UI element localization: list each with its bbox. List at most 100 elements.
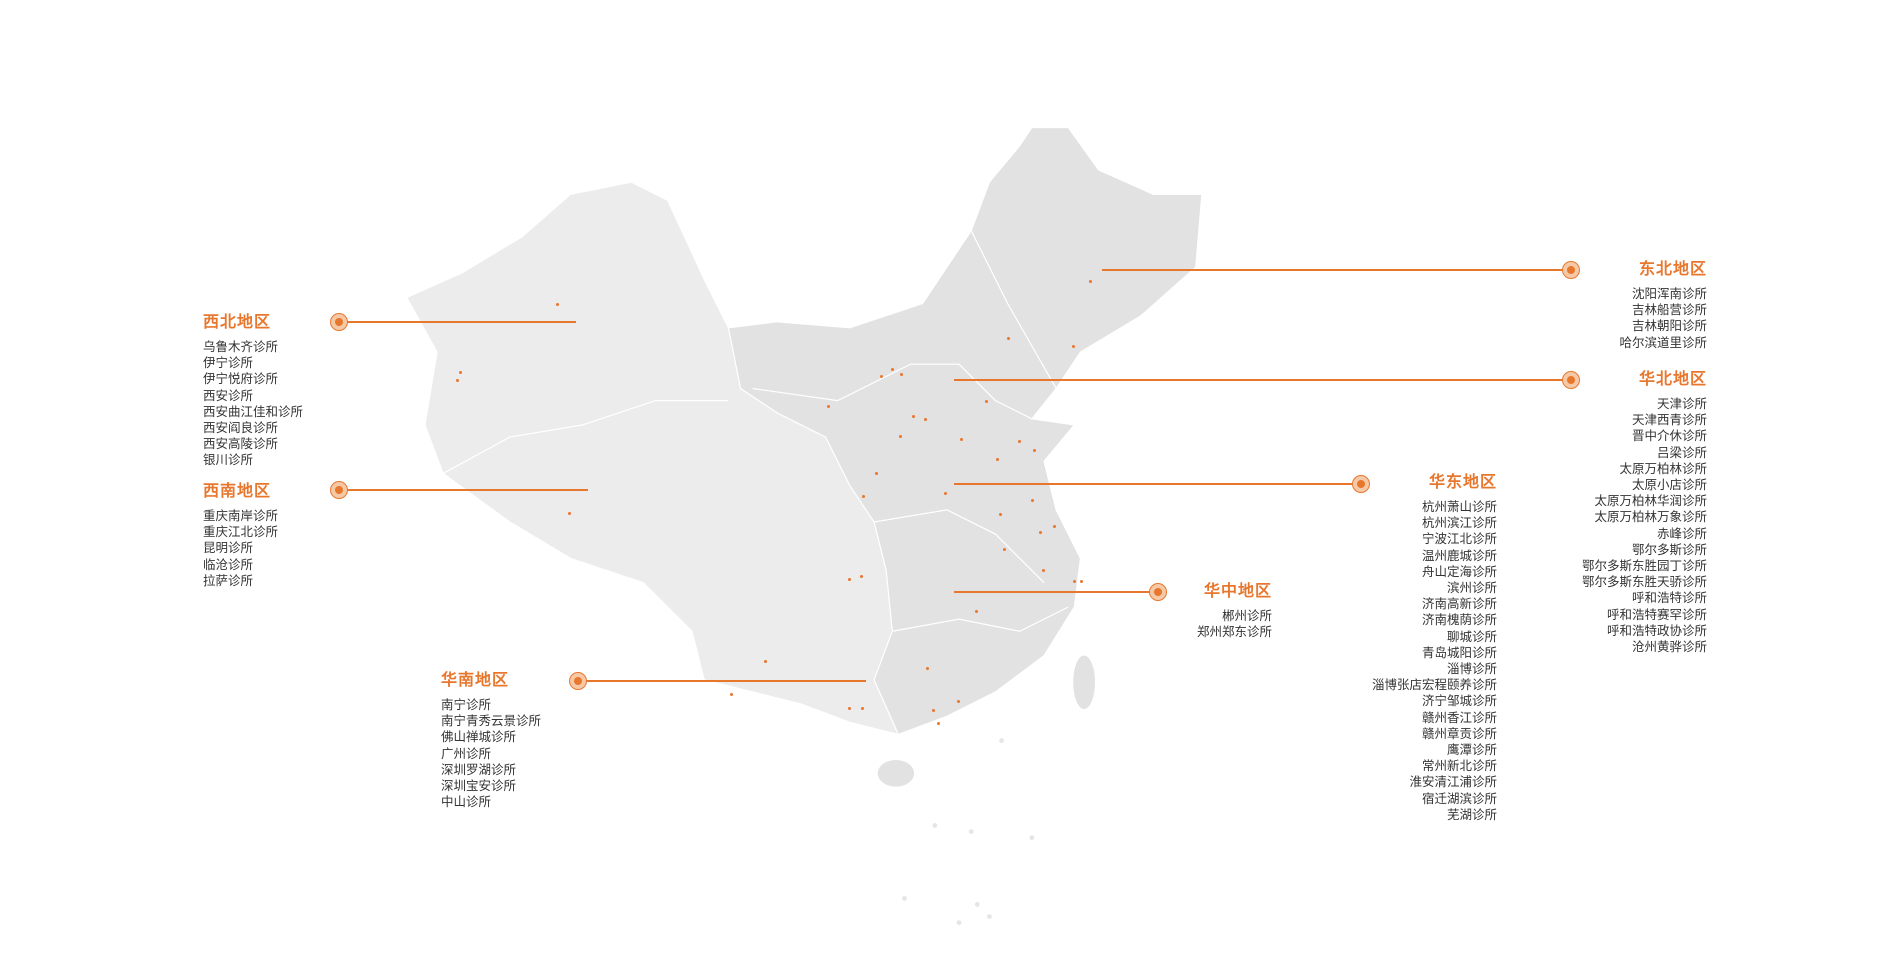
clinic-dot	[764, 660, 767, 663]
clinic-dot	[960, 438, 963, 441]
clinic-item: 舟山定海诊所	[1421, 563, 1497, 579]
clinic-dot	[1018, 440, 1021, 443]
clinic-item: 郴州诊所	[1221, 608, 1272, 623]
clinic-dot	[944, 492, 947, 495]
clinic-item: 深圳宝安诊所	[441, 778, 517, 794]
clinic-dot	[1007, 337, 1010, 340]
clinic-dot	[1089, 280, 1092, 283]
region-south: 华南地区南宁诊所南宁青秀云景诊所佛山禅城诊所广州诊所深圳罗湖诊所深圳宝安诊所中山…	[441, 670, 541, 810]
southwest-connector-line	[339, 489, 588, 491]
clinic-item: 哈尔滨道里诊所	[1619, 334, 1707, 350]
clinic-item: 常州新北诊所	[1421, 758, 1497, 774]
region-title: 华中地区	[1203, 581, 1272, 600]
clinic-item: 昆明诊所	[203, 540, 254, 556]
clinic-dot	[1080, 580, 1083, 583]
clinic-item: 呼和浩特政协诊所	[1606, 622, 1707, 638]
clinic-dot	[848, 707, 851, 710]
clinic-dot	[1033, 449, 1036, 452]
clinic-dot	[1073, 580, 1076, 583]
region-title: 华北地区	[1638, 369, 1707, 388]
clinic-dot	[1042, 569, 1045, 572]
clinic-item: 西安阎良诊所	[203, 420, 279, 436]
clinic-dot	[556, 303, 559, 306]
clinic-item: 伊宁诊所	[203, 355, 254, 371]
clinic-dot	[848, 578, 851, 581]
clinic-dot	[912, 415, 915, 418]
clinic-item: 沧州黄骅诊所	[1631, 639, 1707, 655]
clinic-item: 中山诊所	[441, 794, 492, 810]
north-marker[interactable]	[1562, 371, 1580, 389]
clinic-item: 重庆南岸诊所	[203, 508, 279, 523]
region-title: 华南地区	[441, 670, 510, 689]
clinic-item: 芜湖诊所	[1446, 806, 1497, 822]
clinic-item: 沈阳浑南诊所	[1631, 286, 1707, 301]
clinic-item: 重庆江北诊所	[203, 524, 279, 540]
clinic-dot	[985, 400, 988, 403]
clinic-item: 赣州香江诊所	[1421, 709, 1497, 725]
clinic-item: 南宁诊所	[441, 697, 492, 712]
northeast-connector-line	[1102, 269, 1571, 271]
east-marker[interactable]	[1352, 475, 1370, 493]
region-title: 西南地区	[203, 481, 272, 500]
clinic-item: 鄂尔多斯诊所	[1631, 541, 1707, 557]
clinic-dot	[862, 495, 865, 498]
clinic-item: 晋中介休诊所	[1631, 428, 1707, 444]
clinic-item: 西安曲江佳和诊所	[203, 403, 304, 419]
clinic-item: 吕梁诊所	[1656, 444, 1707, 460]
region-east: 华东地区杭州萧山诊所杭州滨江诊所宁波江北诊所温州鹿城诊所舟山定海诊所滨州诊所济南…	[1372, 472, 1497, 823]
central-connector-line	[954, 591, 1158, 593]
clinic-dot	[891, 368, 894, 371]
clinic-dot	[730, 693, 733, 696]
clinic-item: 太原万柏林华润诊所	[1594, 493, 1707, 509]
clinic-item: 佛山禅城诊所	[441, 729, 517, 745]
clinic-dot	[860, 575, 863, 578]
region-title: 华东地区	[1428, 472, 1497, 491]
clinic-item: 吉林朝阳诊所	[1631, 318, 1707, 334]
region-northwest: 西北地区乌鲁木齐诊所伊宁诊所伊宁悦府诊所西安诊所西安曲江佳和诊所西安阎良诊所西安…	[203, 312, 303, 469]
clinic-item: 鄂尔多斯东胜园丁诊所	[1581, 558, 1707, 574]
clinic-item: 济南高新诊所	[1421, 596, 1497, 612]
south-marker[interactable]	[569, 672, 587, 690]
clinic-item: 淄博张店宏程颐养诊所	[1371, 677, 1497, 693]
region-northeast: 东北地区沈阳浑南诊所吉林船营诊所吉林朝阳诊所哈尔滨道里诊所	[1619, 259, 1707, 351]
clinic-dot	[1053, 525, 1056, 528]
clinic-item: 南宁青秀云景诊所	[441, 713, 542, 729]
clinic-item: 太原万柏林万象诊所	[1594, 509, 1707, 525]
clinic-dot	[456, 379, 459, 382]
clinic-dot	[937, 722, 940, 725]
clinic-item: 呼和浩特诊所	[1631, 590, 1707, 606]
clinic-item: 临沧诊所	[203, 556, 254, 572]
northwest-marker[interactable]	[330, 313, 348, 331]
clinic-item: 赣州章贡诊所	[1421, 725, 1497, 741]
southwest-marker[interactable]	[330, 481, 348, 499]
region-central: 华中地区郴州诊所郑州郑东诊所	[1197, 581, 1272, 640]
clinic-item: 西安诊所	[203, 387, 254, 403]
clinic-item: 青岛城阳诊所	[1421, 644, 1497, 660]
region-north: 华北地区天津诊所天津西青诊所晋中介休诊所吕梁诊所太原万柏林诊所太原小店诊所太原万…	[1582, 369, 1707, 655]
clinic-item: 太原小店诊所	[1631, 477, 1707, 493]
clinic-item: 聊城诊所	[1446, 628, 1497, 644]
clinic-item: 天津西青诊所	[1631, 412, 1707, 428]
clinic-item: 深圳罗湖诊所	[441, 761, 517, 777]
clinic-dot	[1003, 548, 1006, 551]
region-title: 西北地区	[203, 312, 272, 331]
clinic-item: 宁波江北诊所	[1421, 531, 1497, 547]
clinic-item: 鄂尔多斯东胜天骄诊所	[1581, 574, 1707, 590]
south-connector-line	[578, 680, 866, 682]
central-marker[interactable]	[1149, 583, 1167, 601]
clinic-item: 杭州滨江诊所	[1421, 515, 1497, 531]
hainan-island	[877, 759, 915, 787]
clinic-dot	[999, 513, 1002, 516]
clinic-dot	[996, 458, 999, 461]
clinic-dot	[1031, 499, 1034, 502]
northeast-marker[interactable]	[1562, 261, 1580, 279]
clinic-item: 银川诊所	[203, 452, 254, 468]
clinic-dot	[568, 512, 571, 515]
clinic-dot	[900, 373, 903, 376]
clinic-dot	[926, 667, 929, 670]
eastern-provinces	[727, 126, 1203, 736]
clinic-item: 太原万柏林诊所	[1619, 460, 1707, 476]
clinic-dot	[875, 472, 878, 475]
clinic-item: 赤峰诊所	[1656, 525, 1707, 541]
